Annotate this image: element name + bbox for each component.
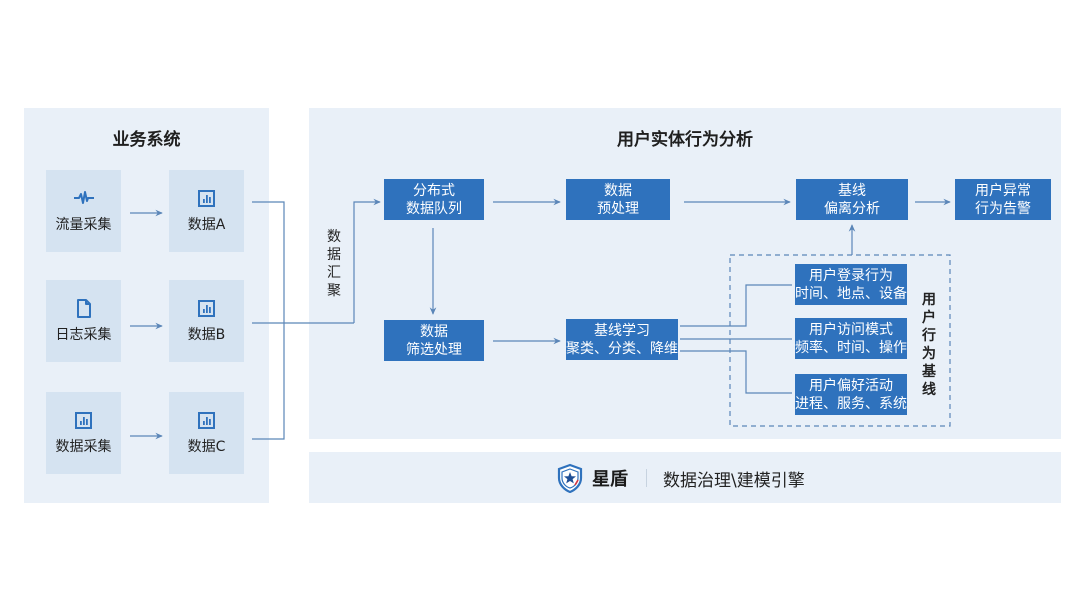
arrow-to-queue bbox=[353, 198, 381, 323]
node-line2: 数据队列 bbox=[406, 200, 462, 217]
source-label: 日志采集 bbox=[55, 327, 112, 343]
node-line2: 进程、服务、系统 bbox=[795, 395, 907, 412]
node-preprocess[interactable]: 数据 预处理 bbox=[566, 179, 670, 220]
node-line1: 用户偏好活动 bbox=[809, 377, 893, 394]
node-line2: 筛选处理 bbox=[406, 341, 462, 358]
node-line1: 用户登录行为 bbox=[809, 267, 893, 284]
bar-chart-icon bbox=[75, 410, 92, 430]
source-flow-collect[interactable]: 流量采集 bbox=[46, 170, 121, 252]
baseline-group-border bbox=[729, 254, 951, 427]
bar-chart-icon bbox=[198, 410, 215, 430]
node-baseline-learning[interactable]: 基线学习 聚类、分类、降维 bbox=[566, 319, 678, 360]
baseline-group-label: 用户行为基线 bbox=[922, 292, 936, 398]
source-log-collect[interactable]: 日志采集 bbox=[46, 280, 121, 362]
node-preference-activity[interactable]: 用户偏好活动 进程、服务、系统 bbox=[795, 374, 907, 415]
line-a-bracket bbox=[252, 201, 285, 440]
node-line1: 用户异常 bbox=[975, 182, 1031, 199]
ueba-title: 用户实体行为分析 bbox=[617, 130, 753, 150]
node-line2: 预处理 bbox=[597, 200, 639, 217]
node-login-behavior[interactable]: 用户登录行为 时间、地点、设备 bbox=[795, 264, 907, 305]
node-data-filter[interactable]: 数据 筛选处理 bbox=[384, 320, 484, 361]
node-distributed-queue[interactable]: 分布式 数据队列 bbox=[384, 179, 484, 220]
node-access-pattern[interactable]: 用户访问模式 频率、时间、操作 bbox=[795, 318, 907, 359]
node-line1: 基线 bbox=[838, 182, 866, 199]
node-baseline-deviation[interactable]: 基线 偏离分析 bbox=[796, 179, 908, 220]
source-label: 数据采集 bbox=[55, 439, 112, 455]
line-learning-login bbox=[680, 284, 792, 327]
footer-brand: 星盾 数据治理\建模引擎 bbox=[556, 462, 805, 494]
shield-star-icon bbox=[556, 463, 584, 493]
data-node-a[interactable]: 数据A bbox=[169, 170, 244, 252]
ueba-panel bbox=[309, 108, 1061, 439]
node-line1: 数据 bbox=[420, 323, 448, 340]
pulse-icon bbox=[73, 188, 95, 208]
bar-chart-icon bbox=[198, 188, 215, 208]
line-learning-preference bbox=[680, 350, 792, 394]
node-line1: 数据 bbox=[604, 182, 632, 199]
document-icon bbox=[76, 298, 92, 318]
node-line2: 频率、时间、操作 bbox=[795, 339, 907, 356]
source-label: 流量采集 bbox=[55, 217, 112, 233]
node-line2: 偏离分析 bbox=[824, 200, 880, 217]
node-line2: 行为告警 bbox=[975, 200, 1031, 217]
node-anomaly-alert[interactable]: 用户异常 行为告警 bbox=[955, 179, 1051, 220]
product-name: 数据治理\建模引擎 bbox=[663, 470, 805, 491]
node-line1: 用户访问模式 bbox=[809, 321, 893, 338]
node-line2: 时间、地点、设备 bbox=[795, 285, 907, 302]
footer-panel bbox=[309, 452, 1061, 503]
node-line2: 聚类、分类、降维 bbox=[566, 340, 678, 357]
business-system-title: 业务系统 bbox=[112, 130, 181, 150]
data-node-label: 数据C bbox=[187, 439, 226, 455]
aggregation-label: 数据汇聚 bbox=[327, 229, 341, 299]
bar-chart-icon bbox=[198, 298, 215, 318]
brand-name: 星盾 bbox=[592, 469, 628, 490]
footer-divider bbox=[646, 469, 647, 487]
data-node-label: 数据A bbox=[187, 217, 226, 233]
node-line1: 分布式 bbox=[413, 182, 455, 199]
node-line1: 基线学习 bbox=[594, 322, 650, 339]
data-node-c[interactable]: 数据C bbox=[169, 392, 244, 474]
data-node-b[interactable]: 数据B bbox=[169, 280, 244, 362]
data-node-label: 数据B bbox=[187, 327, 226, 343]
source-data-collect[interactable]: 数据采集 bbox=[46, 392, 121, 474]
